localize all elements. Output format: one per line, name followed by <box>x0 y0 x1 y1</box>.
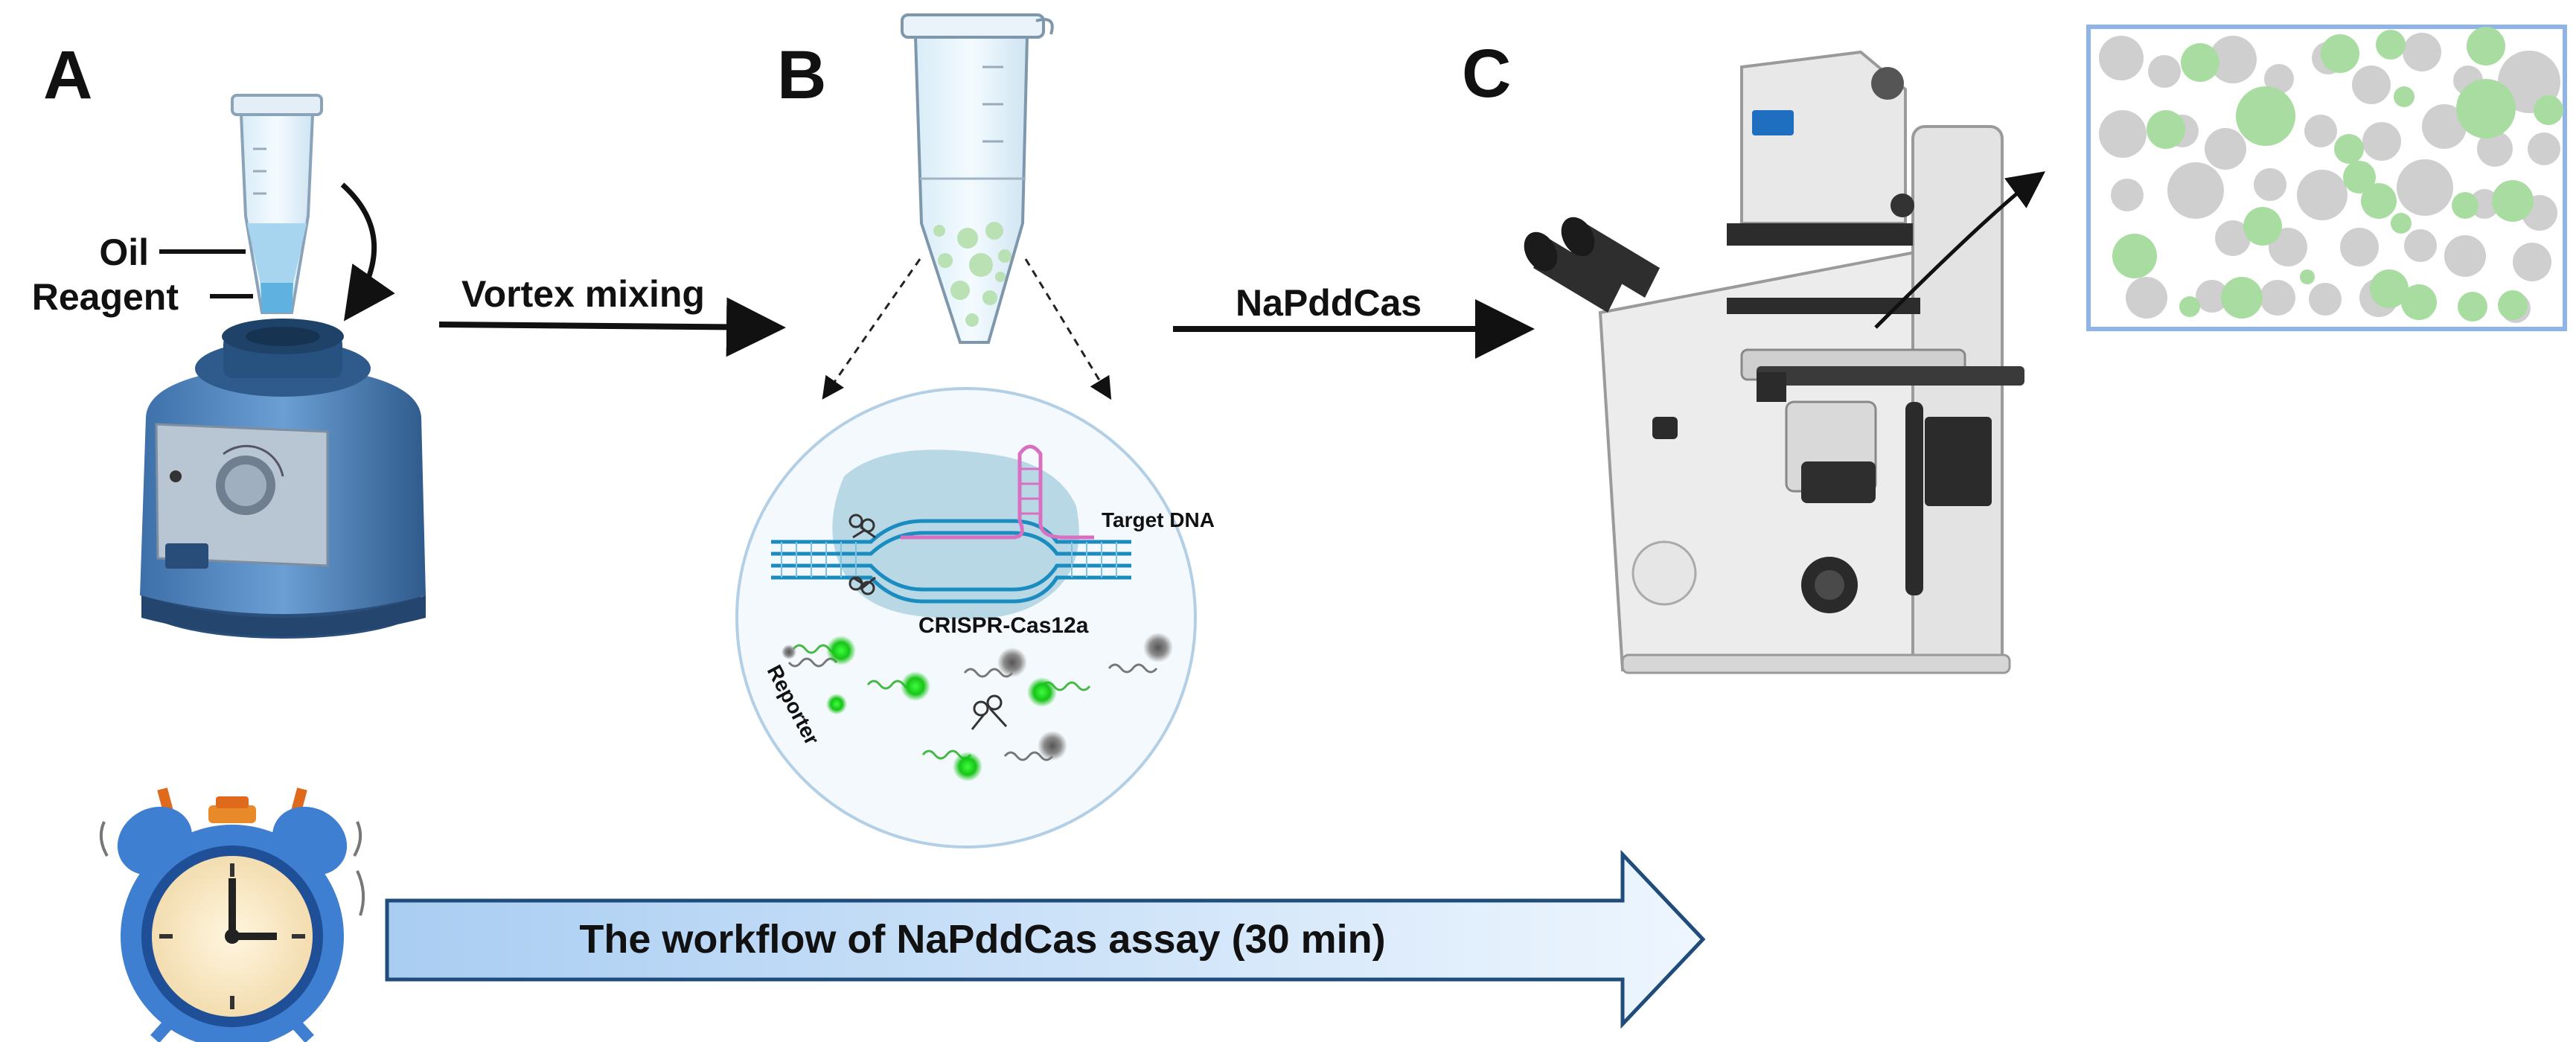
workflow-banner-arrow: The workflow of NaPddCas assay (30 min) <box>385 849 1706 1029</box>
eyepieces <box>1524 217 1660 313</box>
microcentrifuge-tube-icon <box>901 13 1054 344</box>
insert-tube-arrow <box>340 182 395 322</box>
workflow-banner-text: The workflow of NaPddCas assay (30 min) <box>579 917 1385 962</box>
magnified-droplet: Target DNA CRISPR-Cas12a <box>735 387 1215 848</box>
imaging-arrow <box>1874 171 2046 329</box>
panel-letter-b: B <box>777 37 826 113</box>
target-dna-label: Target DNA <box>1102 508 1215 531</box>
crispr-cas12a-label: CRISPR-Cas12a <box>918 613 1089 638</box>
tube-with-oil-reagent <box>231 94 323 314</box>
panel-letter-c: C <box>1462 36 1511 112</box>
crrna-hairpin <box>901 444 1094 540</box>
napddcas-label: NaPddCas <box>1236 282 1422 324</box>
step-vortex-mixing: Vortex mixing <box>438 273 786 357</box>
panel-c: C <box>1462 25 2567 674</box>
panel-letter-a: A <box>43 37 92 113</box>
vortex-mixing-arrow <box>438 297 786 357</box>
positive-droplets <box>2112 27 2563 322</box>
reporters <box>782 633 1173 782</box>
microscope-icon <box>1524 50 2024 674</box>
zoom-line-left <box>822 258 921 400</box>
step-napddcas: NaPddCas <box>1173 282 1535 359</box>
oil-label: Oil <box>99 231 149 273</box>
panel-a: A Oil Reagent <box>32 37 426 639</box>
scissors-icon <box>848 514 876 595</box>
reagent-label: Reagent <box>32 276 179 318</box>
droplet-fluorescence-image <box>2086 25 2567 331</box>
zoom-line-right <box>1024 258 1112 400</box>
alarm-clock-icon <box>99 787 365 1042</box>
vortex-mixing-label: Vortex mixing <box>461 273 705 315</box>
panel-b: B <box>735 13 1215 848</box>
scissors-icon <box>971 694 1008 730</box>
vortex-mixer-icon <box>140 319 426 639</box>
